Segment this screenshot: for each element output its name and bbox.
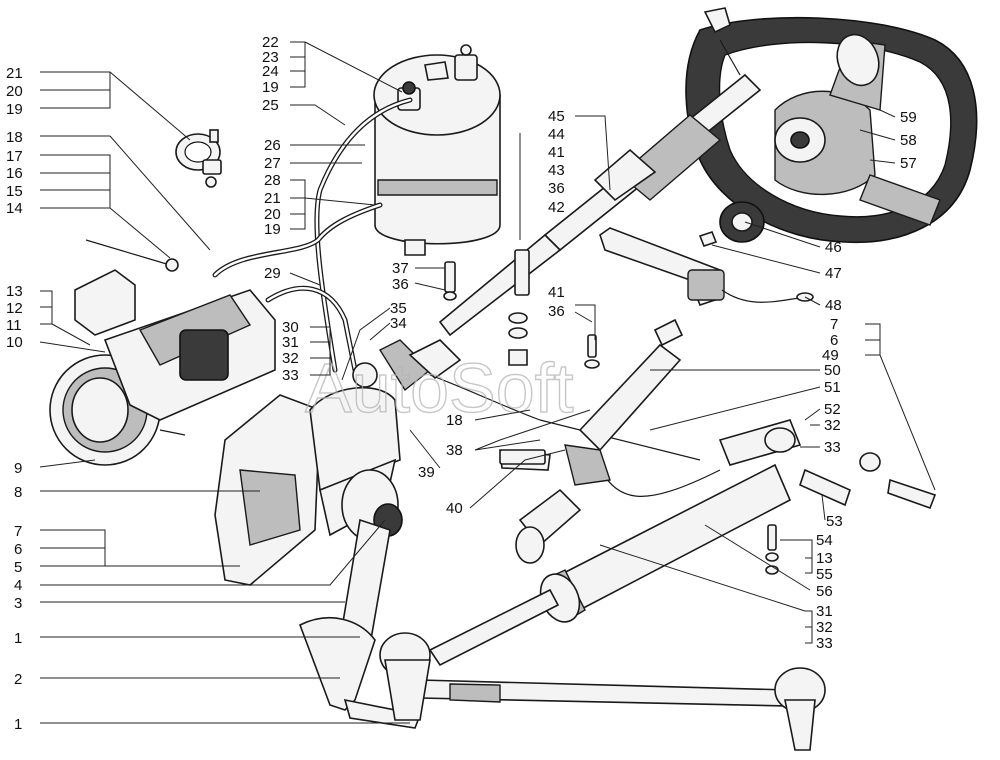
callout-36-bolt: 36 bbox=[548, 303, 565, 320]
callout-39: 39 bbox=[418, 464, 435, 481]
callout-2: 2 bbox=[14, 671, 22, 688]
callout-13-pump: 13 bbox=[6, 283, 23, 300]
callout-19-clamp: 19 bbox=[6, 101, 23, 118]
callout-31-gear: 31 bbox=[282, 334, 299, 351]
callout-35: 35 bbox=[390, 300, 407, 317]
callout-24: 24 bbox=[262, 63, 279, 80]
power-steering-pump bbox=[49, 269, 276, 466]
steering-wheel bbox=[685, 16, 978, 244]
callout-14: 14 bbox=[6, 200, 23, 217]
callout-36-column: 36 bbox=[548, 180, 565, 197]
hydraulic-hoses bbox=[85, 97, 721, 497]
callout-29: 29 bbox=[264, 265, 281, 282]
callout-15: 15 bbox=[6, 183, 23, 200]
callout-32-cylinder: 32 bbox=[816, 619, 833, 636]
callout-37: 37 bbox=[392, 260, 409, 277]
callout-12: 12 bbox=[6, 300, 23, 317]
callout-43: 43 bbox=[548, 162, 565, 179]
callout-25: 25 bbox=[262, 97, 279, 114]
callout-33-cylinder-top: 33 bbox=[824, 439, 841, 456]
callout-3: 3 bbox=[14, 595, 22, 612]
callout-1-lower: 1 bbox=[14, 716, 22, 733]
callout-28: 28 bbox=[264, 172, 281, 189]
callout-48: 48 bbox=[825, 297, 842, 314]
callout-53: 53 bbox=[826, 513, 843, 530]
callout-41-column: 41 bbox=[548, 144, 565, 161]
watermark: AutoSoft bbox=[305, 349, 574, 427]
callout-27: 27 bbox=[264, 155, 281, 172]
tie-rod bbox=[379, 632, 826, 751]
power-cylinder bbox=[428, 419, 802, 667]
callout-58: 58 bbox=[900, 132, 917, 149]
callout-36-top: 36 bbox=[392, 276, 409, 293]
callout-30: 30 bbox=[282, 319, 299, 336]
callout-33-gear: 33 bbox=[282, 367, 299, 384]
steering-column bbox=[438, 7, 762, 337]
callout-21-clamp: 21 bbox=[6, 65, 23, 82]
callout-21-tank: 21 bbox=[264, 190, 281, 207]
callout-4: 4 bbox=[14, 577, 22, 594]
callout-52: 52 bbox=[824, 401, 841, 418]
callout-23: 23 bbox=[262, 49, 279, 66]
callout-44: 44 bbox=[548, 126, 565, 143]
callout-33-cylinder: 33 bbox=[816, 635, 833, 652]
callout-18-valve: 18 bbox=[446, 412, 463, 429]
callout-38: 38 bbox=[446, 442, 463, 459]
callout-47: 47 bbox=[825, 265, 842, 282]
control-valve bbox=[499, 318, 684, 564]
callout-51: 51 bbox=[824, 379, 841, 396]
callout-labels: 21 20 19 18 17 16 15 14 13 12 11 10 9 8 … bbox=[6, 34, 917, 733]
callout-13-cylinder: 13 bbox=[816, 550, 833, 567]
callout-31-cylinder: 31 bbox=[816, 603, 833, 620]
callout-7-left: 7 bbox=[14, 523, 22, 540]
callout-59: 59 bbox=[900, 109, 917, 126]
callout-1-upper: 1 bbox=[14, 630, 22, 647]
callout-46: 46 bbox=[825, 239, 842, 256]
hose-clamp bbox=[175, 129, 222, 188]
callout-10: 10 bbox=[6, 334, 23, 351]
callout-19-tank: 19 bbox=[262, 79, 279, 96]
callout-5: 5 bbox=[14, 559, 22, 576]
callout-20-tank: 20 bbox=[264, 206, 281, 223]
callout-18-left: 18 bbox=[6, 129, 23, 146]
callout-40: 40 bbox=[446, 500, 463, 517]
callout-8: 8 bbox=[14, 484, 22, 501]
callout-49: 49 bbox=[822, 347, 839, 364]
callout-7-right: 7 bbox=[830, 316, 838, 333]
callout-9: 9 bbox=[14, 460, 22, 477]
callout-11: 11 bbox=[6, 317, 22, 334]
callout-34: 34 bbox=[390, 315, 407, 332]
callout-6-right: 6 bbox=[830, 332, 838, 349]
callout-50: 50 bbox=[824, 362, 841, 379]
callout-19-hose: 19 bbox=[264, 221, 281, 238]
callout-32-cylinder-top: 32 bbox=[824, 417, 841, 434]
callout-17: 17 bbox=[6, 148, 23, 165]
callout-16: 16 bbox=[6, 165, 23, 182]
callout-22: 22 bbox=[262, 34, 279, 51]
callout-26: 26 bbox=[264, 137, 281, 154]
callout-45: 45 bbox=[548, 108, 565, 125]
callout-42: 42 bbox=[548, 199, 565, 216]
callout-56: 56 bbox=[816, 583, 833, 600]
callout-41-bolt: 41 bbox=[548, 284, 565, 301]
bolts-and-washers bbox=[443, 249, 937, 575]
steering-gear-box bbox=[214, 339, 462, 586]
callout-32-gear: 32 bbox=[282, 350, 299, 367]
callout-57: 57 bbox=[900, 155, 917, 172]
callout-20-clamp: 20 bbox=[6, 83, 23, 100]
callout-6-left: 6 bbox=[14, 541, 22, 558]
leader-lines bbox=[39, 41, 936, 724]
callout-54: 54 bbox=[816, 532, 833, 549]
reservoir-tank bbox=[373, 44, 501, 256]
callout-55: 55 bbox=[816, 566, 833, 583]
